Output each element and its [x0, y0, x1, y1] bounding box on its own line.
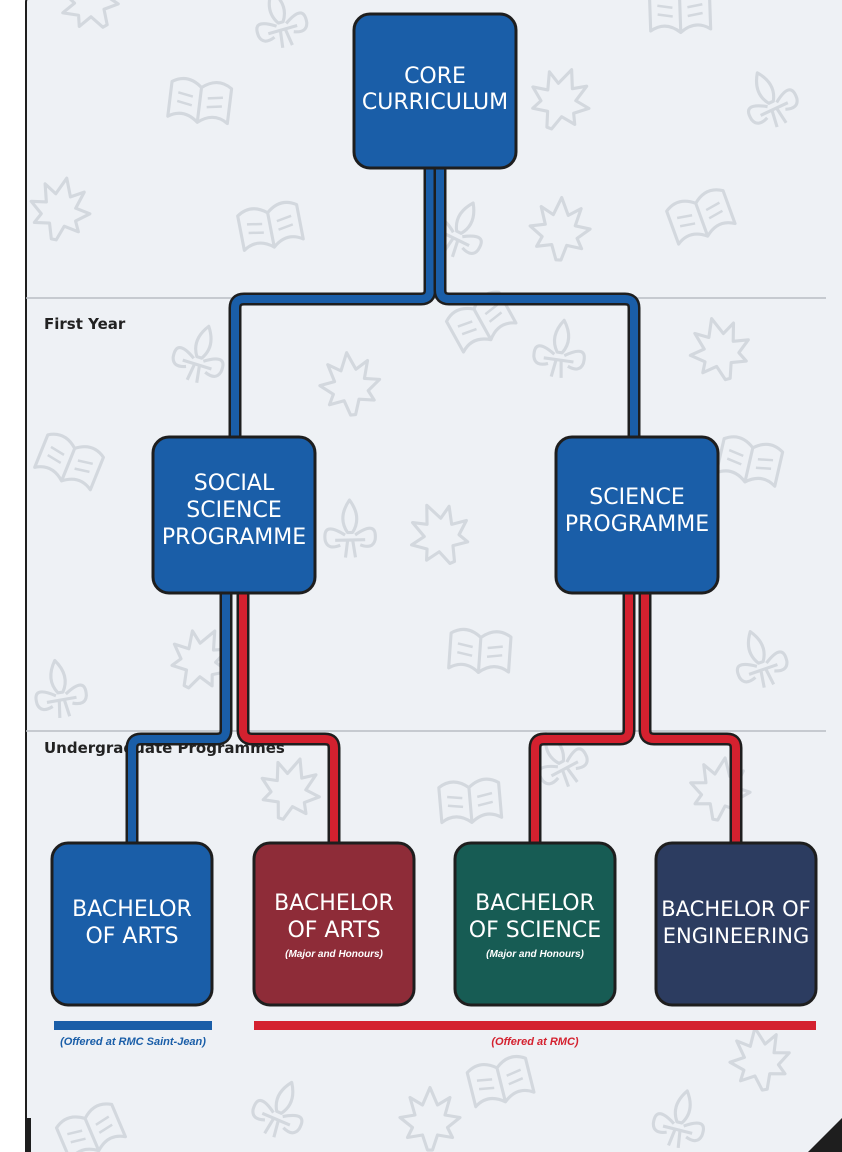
section-label-first-year: First Year [44, 315, 126, 333]
node-beng-label-1: BACHELOR OF [661, 897, 810, 921]
node-core-curriculum: CORE CURRICULUM [352, 12, 518, 170]
node-social-science-box [151, 435, 317, 595]
node-ba-rmc-sub: (Major and Honours) [285, 949, 383, 960]
node-beng-box [654, 841, 818, 1007]
node-bsc-sub: (Major and Honours) [486, 949, 584, 960]
corner-fold [808, 1118, 842, 1152]
node-ba-saint-jean-box [50, 841, 214, 1007]
node-social-label-1: SOCIAL [194, 471, 275, 496]
node-science-label-1: SCIENCE [589, 485, 684, 510]
science-to-bsc-path [531, 593, 633, 843]
node-beng-label-2: ENGINEERING [663, 924, 809, 948]
node-social-science-programme: SOCIAL SCIENCE PROGRAMME [151, 435, 317, 595]
node-bachelor-of-engineering: BACHELOR OF ENGINEERING [654, 841, 818, 1007]
node-social-label-3: PROGRAMME [162, 525, 306, 550]
node-ba-rmc-label-2: OF ARTS [287, 918, 380, 943]
social-to-ba-rmc-path [239, 593, 338, 843]
node-ba-sj-label-2: OF ARTS [85, 924, 178, 949]
node-bachelor-of-arts-rmc: BACHELOR OF ARTS (Major and Honours) [252, 841, 416, 1007]
node-science-box [554, 435, 720, 595]
note-offered-saint-jean: (Offered at RMC Saint-Jean) [60, 1036, 206, 1048]
saint-jean-bar [54, 1021, 212, 1030]
node-bsc-label-2: OF SCIENCE [469, 918, 601, 943]
social-to-ba-saint-jean-path [128, 593, 230, 843]
node-core-label-1: CORE [404, 64, 466, 89]
science-to-beng-path [641, 593, 740, 843]
node-core-box [352, 12, 518, 170]
node-science-programme: SCIENCE PROGRAMME [554, 435, 720, 595]
connector-paths [125, 168, 743, 843]
background-panel [25, 0, 842, 1152]
node-social-label-2: SCIENCE [186, 498, 281, 523]
node-bachelor-of-science: BACHELOR OF SCIENCE (Major and Honours) [453, 841, 617, 1007]
node-science-label-2: PROGRAMME [565, 512, 709, 537]
core-to-science-path [436, 168, 638, 437]
note-offered-rmc: (Offered at RMC) [491, 1036, 579, 1048]
node-bsc-label-1: BACHELOR [475, 891, 595, 916]
node-core-label-2: CURRICULUM [362, 90, 508, 115]
node-bsc-box [453, 841, 617, 1007]
node-bachelor-of-arts-saint-jean: BACHELOR OF ARTS [50, 841, 214, 1007]
node-ba-sj-label-1: BACHELOR [72, 897, 192, 922]
rmc-bar [254, 1021, 816, 1030]
node-ba-rmc-box [252, 841, 416, 1007]
node-ba-rmc-label-1: BACHELOR [274, 891, 394, 916]
core-to-social-path [231, 168, 434, 437]
